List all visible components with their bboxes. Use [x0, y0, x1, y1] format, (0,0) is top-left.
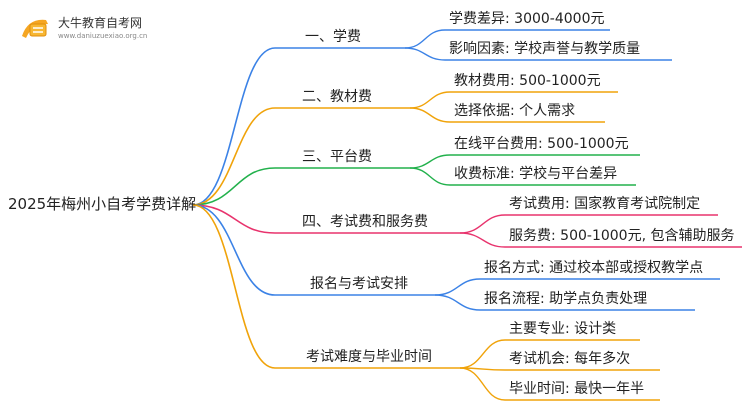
- leaf-exam-opportunities: 考试机会: 每年多次: [509, 351, 631, 367]
- leaf-tuition-difference: 学费差异: 3000-4000元: [449, 11, 605, 27]
- leaf-textbook-cost: 教材费用: 500-1000元: [454, 73, 601, 89]
- connector-root-b3: [192, 167, 276, 206]
- book-logo-icon: [22, 19, 48, 38]
- connector-root-b5: [192, 204, 276, 296]
- branch-exam-service-fee: 四、考试费和服务费: [302, 214, 428, 230]
- connector-b4-l2: [459, 232, 506, 248]
- root-topic: 2025年梅州小自考学费详解: [8, 195, 197, 213]
- branch-platform-fee: 三、平台费: [302, 149, 372, 165]
- leaf-exam-fee: 考试费用: 国家教育考试院制定: [509, 196, 701, 212]
- connector-b5-l2: [434, 294, 481, 311]
- connector-b2-l2: [409, 107, 451, 123]
- connector-root-b4: [192, 204, 276, 234]
- branch-registration-exam: 报名与考试安排: [310, 276, 408, 292]
- connector-b4-l1: [459, 214, 506, 234]
- branch-textbook-fee: 二、教材费: [302, 89, 372, 105]
- leaf-registration-process: 报名流程: 助学点负责处理: [484, 291, 648, 307]
- connector-b3-l2: [409, 167, 451, 186]
- connector-b5-l1: [434, 278, 481, 296]
- logo-subtitle: www.daniuzuexiao.org.cn: [58, 32, 148, 40]
- connector-b3-l1: [409, 154, 451, 169]
- leaf-textbook-basis: 选择依据: 个人需求: [454, 103, 576, 119]
- connector-root-b6: [192, 204, 276, 369]
- branch-difficulty-graduation: 考试难度与毕业时间: [306, 349, 432, 365]
- leaf-platform-cost: 在线平台费用: 500-1000元: [454, 136, 629, 152]
- leaf-main-major: 主要专业: 设计类: [509, 321, 617, 337]
- connector-b6-l3: [459, 367, 506, 401]
- connector-root-b1: [192, 47, 276, 206]
- connector-b6-l1: [459, 339, 506, 369]
- site-logo: 大牛教育自考网 www.daniuzuexiao.org.cn: [10, 8, 210, 48]
- leaf-service-fee: 服务费: 500-1000元, 包含辅助服务: [509, 228, 735, 244]
- connector-b2-l1: [409, 91, 451, 109]
- connector-b1-l2: [404, 47, 446, 61]
- branch-tuition: 一、学费: [305, 29, 361, 45]
- connector-b1-l1: [404, 29, 446, 49]
- logo-title: 大牛教育自考网: [58, 16, 143, 30]
- leaf-graduation-time: 毕业时间: 最快一年半: [509, 381, 645, 397]
- connector-root-b2: [192, 107, 276, 206]
- leaf-platform-standard: 收费标准: 学校与平台差异: [454, 166, 618, 182]
- leaf-tuition-factors: 影响因素: 学校声誉与教学质量: [449, 41, 641, 57]
- leaf-registration-method: 报名方式: 通过校本部或授权教学点: [484, 260, 704, 276]
